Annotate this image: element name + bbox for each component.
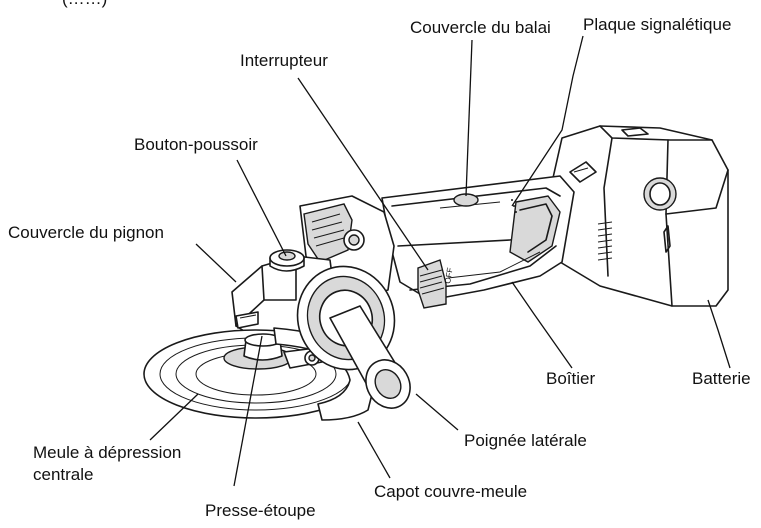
label-meule-line2: centrale <box>33 465 93 484</box>
leader-capot <box>358 422 390 478</box>
leader-couvercle-pignon <box>196 244 236 282</box>
leader-poignee <box>416 394 458 430</box>
motor-housing <box>382 176 574 300</box>
label-capot-couvre-meule: Capot couvre-meule <box>374 482 527 501</box>
label-couvercle-pignon: Couvercle du pignon <box>8 223 164 242</box>
leader-boitier <box>512 282 572 368</box>
label-bouton-poussoir: Bouton-poussoir <box>134 135 258 154</box>
header-fragment: (……) <box>62 0 107 8</box>
leader-bouton <box>237 160 286 256</box>
battery <box>548 126 728 306</box>
label-plaque-signaletique: Plaque signalétique <box>583 15 731 34</box>
spindle-lock-button <box>270 250 304 271</box>
label-interrupteur: Interrupteur <box>240 51 328 70</box>
label-couvercle-balai: Couvercle du balai <box>410 18 551 37</box>
label-presse-etoupe: Presse-étoupe <box>205 501 316 520</box>
leader-batterie <box>708 300 730 368</box>
label-meule-line1: Meule à dépression <box>33 443 181 462</box>
label-boitier: Boîtier <box>546 369 595 388</box>
label-batterie: Batterie <box>692 369 751 388</box>
leader-couvercle-balai <box>466 40 472 196</box>
label-poignee-laterale: Poignée latérale <box>464 431 587 450</box>
